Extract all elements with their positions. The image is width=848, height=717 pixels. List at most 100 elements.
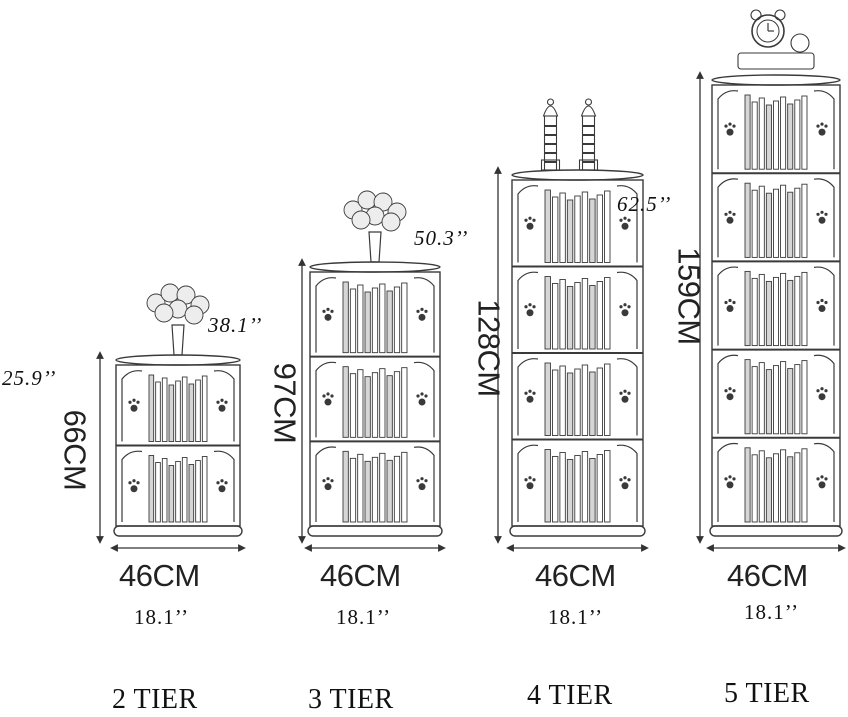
tier-label-3-tier: 3 TIER [308,684,394,715]
alarm-clock-icon [737,9,815,70]
tier-label-5-tier: 5 TIER [724,678,810,709]
book [559,192,566,263]
paw-icon [524,303,536,317]
bookshelf-2-tier [96,283,246,552]
book [780,272,787,347]
bookshelf-3-tier [298,190,446,552]
book [794,364,801,435]
shelf-base [509,525,646,537]
book [751,277,758,347]
height-cm-label-5-tier: 159CM [671,247,707,345]
book [188,464,195,523]
book [801,95,808,170]
side-panel-left [517,271,539,349]
book [168,465,175,523]
book [559,365,566,436]
book [148,455,155,523]
paw-icon [322,392,334,406]
book [201,375,208,442]
side-panel-left [717,266,739,346]
book [386,459,393,523]
chess-piece-icon [578,98,599,171]
book [744,270,751,347]
shelf-base [307,525,443,537]
side-panel-left [121,370,143,442]
book [604,450,611,523]
paw-icon [816,475,828,489]
book [551,456,559,523]
side-panel-right [616,185,638,263]
paw-icon [816,122,828,136]
book [751,189,758,258]
book [801,183,808,258]
book [758,97,765,170]
book [581,278,589,350]
book [744,94,751,170]
book [161,458,168,523]
paw-icon [524,476,536,490]
paw-icon [724,210,736,224]
book [386,375,393,438]
book [559,452,566,523]
book [195,379,201,442]
book [581,364,589,436]
height-inch-label-4-tier: 50.3’’ [414,226,469,250]
book [551,369,559,436]
book [589,198,596,263]
paw-icon [619,476,631,490]
shelf-top-cap [115,354,241,366]
height-cm-label-3-tier: 97CM [267,362,303,444]
book [787,279,794,347]
paw-icon [724,122,736,136]
book [581,451,589,523]
book [349,288,357,354]
book [175,380,181,442]
book [574,282,581,350]
book [544,276,551,350]
book [780,96,787,170]
book [155,381,161,442]
book [787,103,794,170]
side-panel-left [517,444,539,522]
book [744,447,751,523]
book [551,283,559,350]
book [794,452,801,523]
book [772,188,780,258]
width-cm-label-3-tier: 46CM [320,558,401,593]
side-panel-left [517,358,539,436]
bookshelf-4-tier [494,98,649,552]
paw-icon [619,389,631,403]
side-panel-left [315,446,337,522]
side-panel-right [813,266,835,346]
book [393,286,401,354]
flower-vase-icon [343,190,407,263]
book [544,449,551,523]
book [148,374,155,442]
shelf-top-cap [309,261,441,273]
book [168,384,175,442]
book [401,282,408,354]
side-panel-left [315,277,337,353]
height-inch-label-5-tier: 62.5’’ [617,192,672,216]
book [559,279,566,350]
book [566,199,574,263]
book [751,101,758,170]
paw-icon [416,392,428,406]
book [787,368,794,435]
shelf-base [709,525,843,537]
side-panel-right [813,354,835,434]
paw-icon [216,398,228,412]
book [393,371,401,438]
side-panel-right [813,90,835,170]
paw-icon [322,307,334,321]
width-inch-label-5-tier: 18.1’’ [744,600,800,624]
book [574,368,581,436]
book [349,373,357,438]
book [794,275,801,347]
book [175,461,181,523]
book [201,456,208,523]
book [401,367,408,438]
book [357,284,364,354]
side-panel-right [413,277,435,353]
book [801,271,808,347]
